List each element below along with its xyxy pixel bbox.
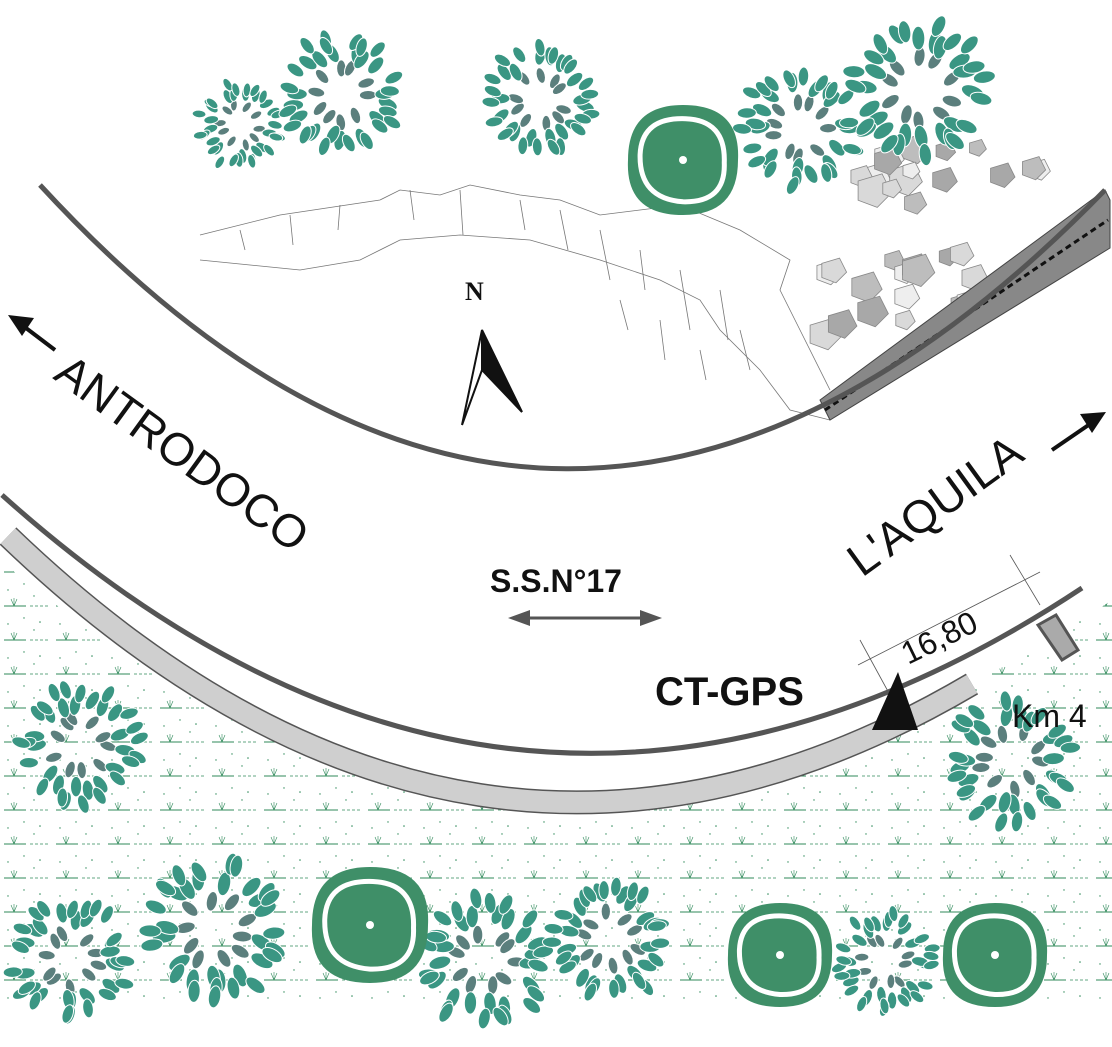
shrub-icon [942, 903, 1048, 1007]
west-arrow-icon [8, 315, 57, 352]
distance-label: 16,80 [895, 604, 983, 671]
road-edge-south [0, 493, 1084, 756]
east-destination-label: L'AQUILA [837, 424, 1032, 586]
tree-icon [732, 66, 865, 195]
shrub-icon [311, 867, 429, 983]
north-arrow-icon: N [461, 277, 523, 426]
gps-station-triangle-icon [872, 672, 918, 730]
tree-icon [830, 905, 941, 1017]
west-destination-label: ANTRODOCO [46, 344, 318, 562]
cliff-sketch [199, 184, 831, 421]
station-label: CT-GPS [655, 670, 804, 714]
tree-icon [2, 898, 136, 1025]
shrub-icon [627, 105, 739, 215]
kilometer-marker-label: Km 4 [1012, 698, 1087, 734]
tree-icon [138, 852, 286, 1009]
tree-icon [11, 680, 149, 814]
rock-pile [809, 133, 1051, 351]
tree-icon [278, 29, 404, 157]
tree-icon [842, 15, 996, 167]
tree-icon [541, 876, 671, 1002]
east-arrow-icon [1050, 412, 1106, 452]
dimension-line [857, 554, 1041, 696]
north-label: N [465, 277, 484, 306]
road-edge-north [38, 183, 1107, 472]
tree-icon [481, 37, 601, 157]
tree-icon [946, 690, 1082, 833]
kilometer-post-icon [1035, 612, 1081, 663]
shrub-icon [727, 903, 833, 1007]
tree-icon [191, 77, 286, 169]
two-way-arrow-icon [508, 610, 662, 626]
tree-icon [417, 887, 555, 1030]
trees [2, 15, 1082, 1030]
road-name-label: S.S.N°17 [490, 563, 622, 599]
